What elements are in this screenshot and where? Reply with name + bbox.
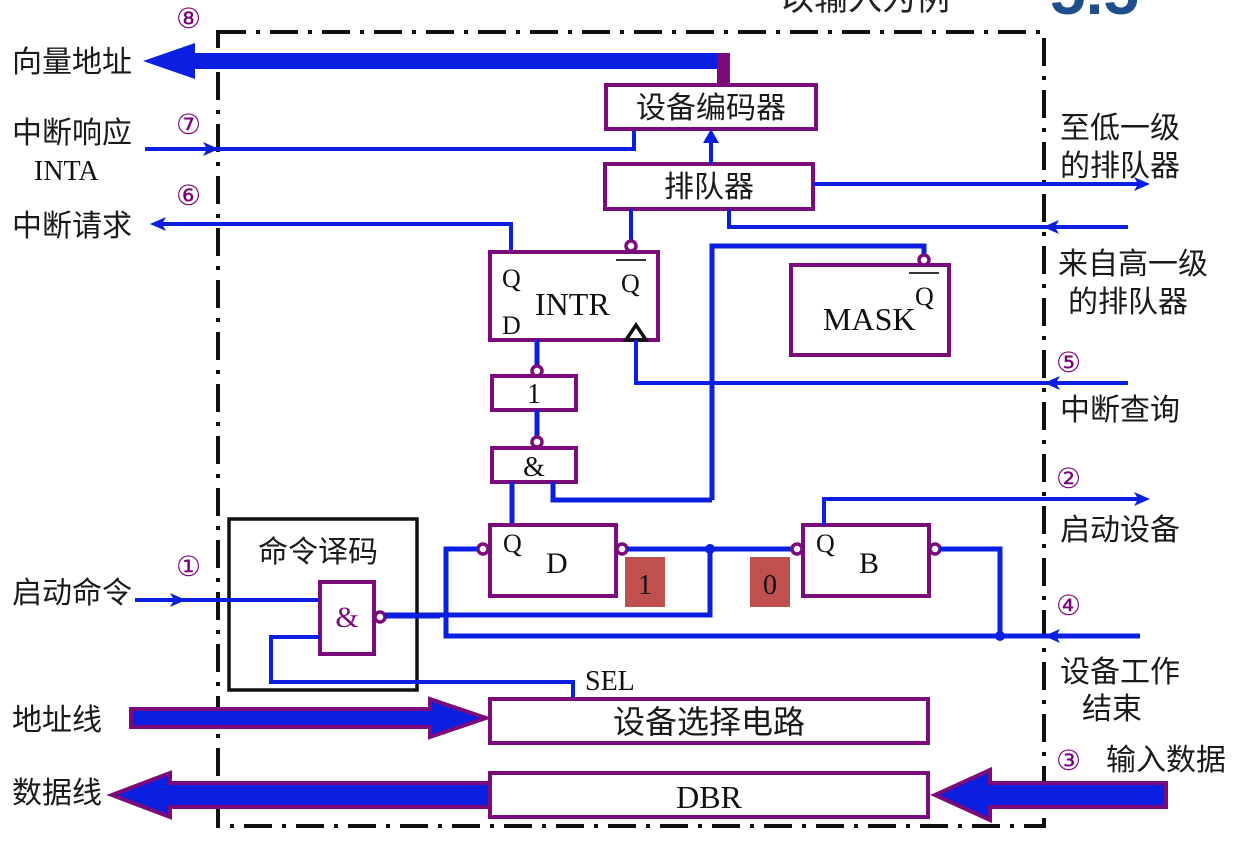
label-from-higher-2: 的排队器 xyxy=(1068,285,1188,320)
b-ff-box xyxy=(801,523,931,598)
inverter-bubble xyxy=(615,542,629,556)
b-qbar-wire xyxy=(940,546,1003,636)
start-device-wire xyxy=(822,497,1140,525)
left-arrow-icon xyxy=(150,217,166,231)
marker-3: ③ xyxy=(1056,744,1081,777)
label-to-lower-2: 的排队器 xyxy=(1060,149,1180,184)
sel-wire xyxy=(269,635,575,699)
mask-wire xyxy=(709,243,927,500)
or-gate-box xyxy=(490,374,578,412)
interrupt-query-wire xyxy=(634,340,1128,385)
d-ff-box xyxy=(488,523,618,598)
mask-qbar: Q xyxy=(915,282,934,311)
inverter-bubble xyxy=(476,542,490,556)
from-higher-queue-wire xyxy=(727,209,1128,229)
marker-6: ⑥ xyxy=(176,179,201,212)
mask-label: MASK xyxy=(823,301,915,337)
sel-label: SEL xyxy=(585,666,635,697)
interrupt-request-wire xyxy=(160,222,513,252)
section-number: 5.5 xyxy=(1050,0,1139,28)
inverter-bubble xyxy=(373,610,387,624)
device-select-label: 设备选择电路 xyxy=(613,703,805,741)
b-state-value: 0 xyxy=(763,570,777,601)
and-gate-label: & xyxy=(523,452,545,483)
b-ff-q: Q xyxy=(816,529,835,558)
label-start-device: 启动设备 xyxy=(1060,513,1180,548)
label-interrupt-request: 中断请求 xyxy=(12,209,132,244)
label-inta-signal: INTA xyxy=(34,156,99,187)
dbr-label: DBR xyxy=(676,779,742,815)
inta-wire xyxy=(145,131,636,151)
dbr-box xyxy=(488,771,930,819)
cmd-nand-gate xyxy=(318,580,376,656)
label-device-done-1: 设备工作 xyxy=(1060,655,1180,690)
inverter-bubble xyxy=(790,542,804,556)
mask-to-and-wire xyxy=(550,482,712,503)
label-device-done-2: 结束 xyxy=(1082,692,1142,727)
right-arrow-icon xyxy=(1134,492,1150,506)
device-encoder-box xyxy=(604,83,818,131)
and-gate-box xyxy=(490,446,578,484)
command-decode-title: 命令译码 xyxy=(258,535,378,570)
label-vector-address: 向量地址 xyxy=(12,45,132,80)
mask-box xyxy=(789,263,951,357)
d-state-value: 1 xyxy=(638,570,652,601)
left-arrow-icon xyxy=(1044,629,1060,643)
device-select-box xyxy=(488,697,930,745)
label-input-data: 输入数据 xyxy=(1106,743,1226,778)
intr-d: D xyxy=(502,311,521,340)
command-decode-block xyxy=(227,517,419,692)
intr-label: INTR xyxy=(535,286,610,322)
right-arrow-icon xyxy=(170,593,186,607)
intr-ff-box xyxy=(488,250,660,342)
left-arrow-icon xyxy=(1043,220,1059,234)
inverter-bubble xyxy=(917,253,931,267)
marker-8: ⑧ xyxy=(176,2,201,35)
device-encoder-label: 设备编码器 xyxy=(636,91,786,126)
inverter-bubble xyxy=(928,542,942,556)
label-from-higher-1: 来自高一级 xyxy=(1058,247,1208,282)
label-address-bus: 地址线 xyxy=(12,703,102,738)
inverter-bubble xyxy=(530,435,544,449)
d-ff-label: D xyxy=(546,547,568,580)
inverter-bubble xyxy=(624,239,638,253)
label-inta: 中断响应 xyxy=(12,116,132,151)
header-subtitle: 以输入为例 xyxy=(780,0,950,19)
intr-q: Q xyxy=(502,264,521,293)
b-ff-label: B xyxy=(859,547,879,580)
vector-address-bus xyxy=(143,43,730,85)
left-arrow-icon xyxy=(1044,376,1060,390)
b-state-flag xyxy=(750,557,790,607)
queue-label: 排队器 xyxy=(664,170,754,205)
input-data-arrow xyxy=(930,766,1168,824)
queue-box xyxy=(603,162,815,211)
label-data-bus: 数据线 xyxy=(12,776,102,811)
inta-arrow-icon xyxy=(203,142,219,156)
d-ff-q: Q xyxy=(503,529,522,558)
marker-2: ② xyxy=(1056,462,1081,495)
label-to-lower-1: 至低一级 xyxy=(1060,111,1180,146)
d-reset-wire xyxy=(382,549,713,618)
data-bus-arrow xyxy=(106,770,492,820)
marker-1: ① xyxy=(176,550,201,583)
marker-5: ⑤ xyxy=(1056,346,1081,379)
up-arrow-icon xyxy=(703,129,719,143)
device-done-wire xyxy=(443,546,1140,639)
label-start-command: 启动命令 xyxy=(12,576,132,611)
d-state-flag xyxy=(625,557,665,607)
intr-qbar: Q xyxy=(621,269,640,298)
right-arrow-icon xyxy=(1134,177,1150,191)
cmd-nand-label: & xyxy=(335,601,358,634)
or-gate-label: 1 xyxy=(527,379,541,410)
marker-4: ④ xyxy=(1056,589,1081,622)
interface-boundary xyxy=(216,30,1046,828)
address-bus-arrow xyxy=(129,696,493,740)
marker-7: ⑦ xyxy=(176,108,201,141)
label-interrupt-query: 中断查询 xyxy=(1060,393,1180,428)
